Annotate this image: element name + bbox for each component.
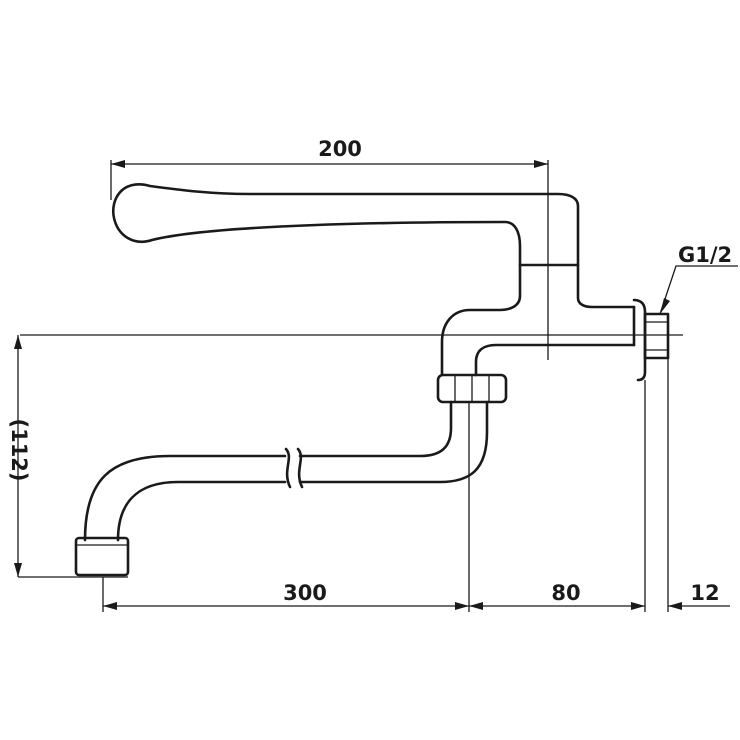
dimension-horizontal-row: 300 80 12 [103,581,730,610]
wall-to-spout-label: 80 [551,581,580,605]
handle-length-label: 200 [318,137,362,161]
thread-label: G1/2 [678,243,732,267]
flange-thickness-label: 12 [690,581,719,605]
swivel-nut [436,373,508,404]
dimension-thread: G1/2 [659,243,738,315]
threaded-connector [643,312,670,360]
aerator [74,536,130,577]
dimension-handle-length: 200 [111,137,548,168]
valve-body [440,263,647,382]
reference-lines [18,160,683,612]
swing-spout [83,400,489,542]
height-label: (112) [7,418,31,481]
lever-handle [111,183,580,267]
dimension-height: (112) [7,335,31,577]
spout-reach-label: 300 [283,581,327,605]
